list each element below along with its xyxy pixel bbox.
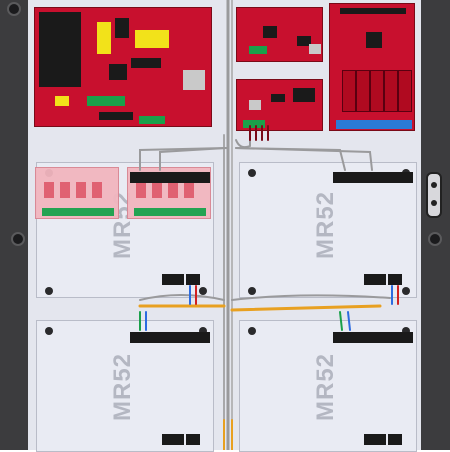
terminal-block bbox=[333, 332, 413, 343]
mr52-module: MR52 bbox=[239, 162, 417, 298]
interface-board bbox=[236, 79, 323, 131]
terminal-block bbox=[130, 332, 210, 343]
terminal-block bbox=[130, 172, 210, 183]
mount-hole bbox=[11, 232, 25, 246]
terminal-block bbox=[186, 274, 200, 285]
terminal-block bbox=[364, 274, 386, 285]
door-latch[interactable] bbox=[426, 172, 442, 218]
terminal-block bbox=[388, 274, 402, 285]
terminal-block bbox=[186, 434, 200, 445]
mount-hole bbox=[7, 2, 21, 16]
terminal-block bbox=[388, 434, 402, 445]
relay-board bbox=[329, 3, 415, 131]
terminal-block bbox=[162, 434, 184, 445]
mount-hole bbox=[428, 232, 442, 246]
terminal-block bbox=[162, 274, 184, 285]
right-rail bbox=[421, 0, 450, 450]
left-rail bbox=[0, 0, 28, 450]
controller-board bbox=[236, 7, 323, 62]
power-supply-board bbox=[34, 7, 212, 127]
terminal-block bbox=[364, 434, 386, 445]
relay-module bbox=[35, 167, 119, 219]
terminal-block bbox=[333, 172, 413, 183]
